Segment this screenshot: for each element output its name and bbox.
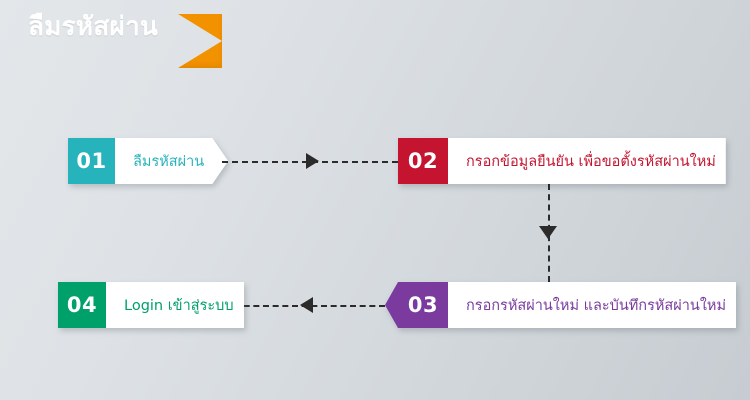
step-number-01: 01 xyxy=(68,138,115,184)
arrow-down-icon xyxy=(539,226,557,239)
flow-step-04[interactable]: 04 Login เข้าสู่ระบบ xyxy=(58,282,244,328)
connector-step-01-to-02 xyxy=(222,138,398,184)
flow-step-02[interactable]: 02 กรอกข้อมูลยืนยัน เพื่อขอตั้งรหัสผ่านใ… xyxy=(398,138,726,184)
flow-step-01[interactable]: 01 ลืมรหัสผ่าน xyxy=(68,138,229,184)
step-number-04: 04 xyxy=(58,282,106,328)
arrow-right-icon xyxy=(306,153,319,169)
connector-step-02-to-03 xyxy=(528,184,568,282)
step-number-02: 02 xyxy=(398,138,448,184)
step-label-01: ลืมรหัสผ่าน xyxy=(115,138,229,184)
connector-step-03-to-04 xyxy=(234,282,385,328)
step-label-02: กรอกข้อมูลยืนยัน เพื่อขอตั้งรหัสผ่านใหม่ xyxy=(448,138,726,184)
step-label-03: กรอกรหัสผ่านใหม่ และบันทึกรหัสผ่านใหม่ xyxy=(448,282,737,328)
page-title: ลืมรหัสผ่าน xyxy=(28,12,159,42)
arrow-left-icon xyxy=(300,297,313,313)
step-number-03: 03 xyxy=(385,282,448,328)
step-label-04: Login เข้าสู่ระบบ xyxy=(106,282,244,328)
flow-step-03[interactable]: 03 กรอกรหัสผ่านใหม่ และบันทึกรหัสผ่านใหม… xyxy=(385,282,737,328)
